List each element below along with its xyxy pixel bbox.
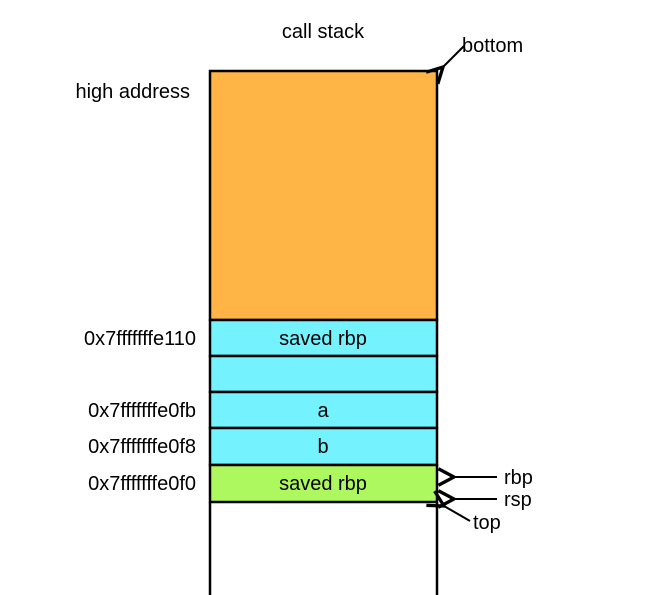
rsp-label: rsp: [504, 489, 532, 511]
address-label-e110: 0x7fffffffe110: [84, 328, 196, 350]
var-b-label: b: [317, 436, 328, 458]
var-a-label: a: [317, 400, 329, 422]
caller-frame-block: [208, 69, 439, 322]
high-address-label: high address: [75, 81, 190, 103]
saved-rbp-lower-block: [208, 463, 439, 504]
diagram-title: call stack: [282, 21, 365, 43]
address-label-e0fb: 0x7fffffffe0fb: [88, 400, 196, 422]
empty-cell-block: [208, 354, 439, 394]
address-label-e0f8: 0x7fffffffe0f8: [88, 436, 196, 458]
address-label-e0f0: 0x7fffffffe0f0: [88, 473, 196, 495]
rbp-label: rbp: [504, 467, 533, 489]
saved-rbp-lower-label: saved rbp: [279, 473, 367, 495]
bottom-arrow: [443, 45, 465, 67]
top-label: top: [473, 512, 501, 534]
top-arrow: [444, 506, 471, 522]
bottom-label: bottom: [462, 35, 523, 57]
saved-rbp-upper-label: saved rbp: [279, 328, 367, 350]
